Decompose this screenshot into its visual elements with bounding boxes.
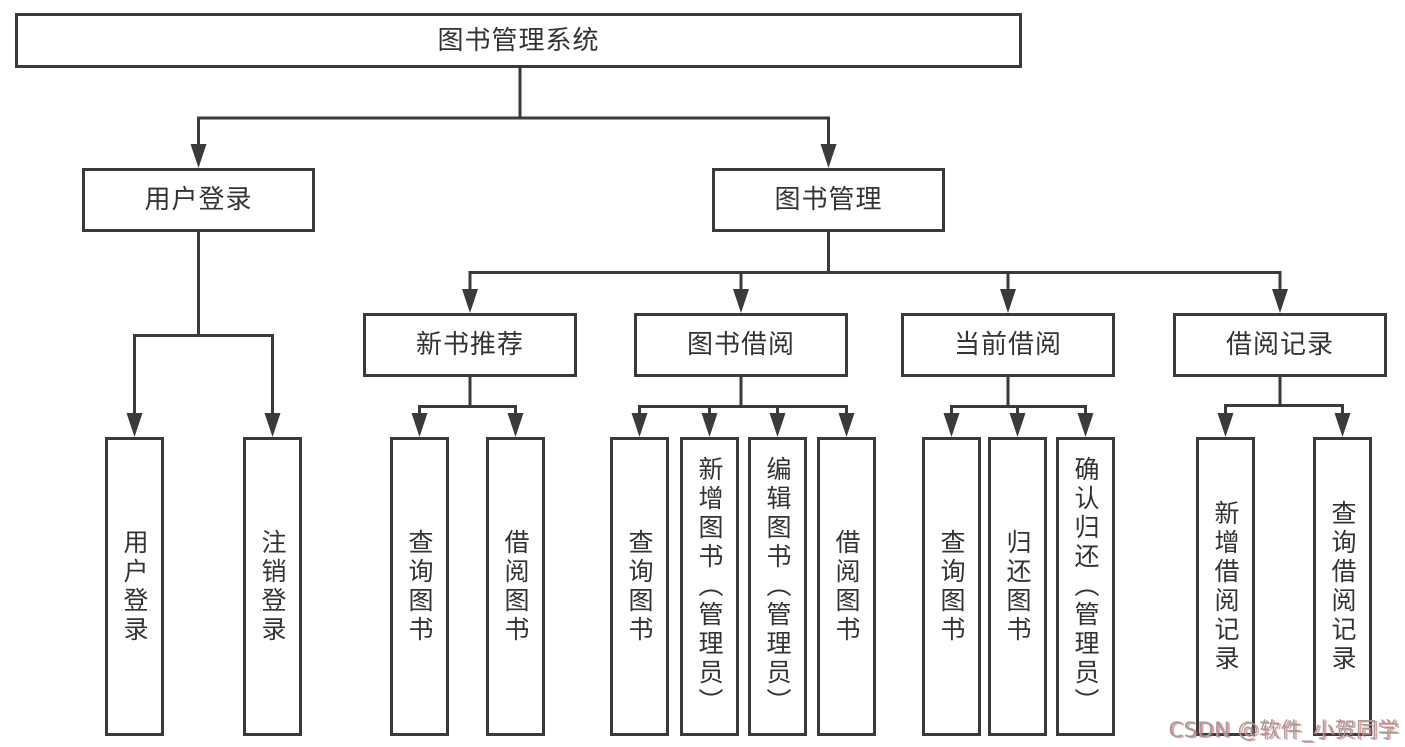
node-label: 借阅记录 xyxy=(1225,330,1334,360)
node-label: 注销登录 xyxy=(258,528,287,645)
leaf-user-login: 用户登录 xyxy=(105,437,164,736)
node-label: 查询图书 xyxy=(937,528,966,645)
node-new-book-recommend: 新书推荐 xyxy=(363,313,577,377)
node-label: 用户登录 xyxy=(144,185,253,215)
arrowhead-icon xyxy=(733,289,749,313)
connector-user-login-children xyxy=(126,232,281,437)
arrowhead-icon xyxy=(264,413,281,437)
connector-borrow-record-children xyxy=(1217,377,1351,437)
connector-new-book-children xyxy=(411,377,524,437)
node-user-login: 用户登录 xyxy=(82,168,315,232)
node-label: 确认归还（管理员） xyxy=(1071,456,1100,717)
arrowhead-icon xyxy=(838,413,855,437)
node-book-management: 图书管理 xyxy=(712,168,945,232)
arrowhead-icon xyxy=(631,413,648,437)
csdn-watermark: CSDN @软件_小贺同学 xyxy=(1168,718,1399,742)
arrowhead-icon xyxy=(411,413,428,437)
node-current-borrow: 当前借阅 xyxy=(901,313,1115,377)
node-label: 查询图书 xyxy=(405,528,434,645)
node-system-root: 图书管理系统 xyxy=(15,13,1022,68)
arrowhead-icon xyxy=(820,144,837,168)
node-label: 借阅图书 xyxy=(501,528,530,645)
leaf-edit-book-admin: 编辑图书（管理员） xyxy=(748,437,807,736)
arrowhead-icon xyxy=(1077,413,1094,437)
node-label: 当前借阅 xyxy=(953,330,1062,360)
leaf-confirm-return-admin: 确认归还（管理员） xyxy=(1056,437,1115,736)
arrowhead-icon xyxy=(190,144,207,168)
connector-book-management-children xyxy=(462,232,1288,313)
node-label: 新增借阅记录 xyxy=(1211,499,1240,674)
node-label: 查询图书 xyxy=(625,528,654,645)
arrowhead-icon xyxy=(462,289,478,313)
leaf-logout: 注销登录 xyxy=(243,437,302,736)
node-label: 借阅图书 xyxy=(832,528,861,645)
leaf-add-borrow-record: 新增借阅记录 xyxy=(1196,437,1255,736)
arrowhead-icon xyxy=(126,413,143,437)
arrowhead-icon xyxy=(1334,413,1351,437)
arrowhead-icon xyxy=(507,413,524,437)
node-label: 图书管理系统 xyxy=(437,25,600,56)
node-label: 编辑图书（管理员） xyxy=(763,456,792,717)
leaf-borrow-book-1: 借阅图书 xyxy=(486,437,545,736)
leaf-query-book-3: 查询图书 xyxy=(922,437,981,736)
leaf-add-book-admin: 新增图书（管理员） xyxy=(680,437,739,736)
leaf-borrow-book-2: 借阅图书 xyxy=(817,437,876,736)
leaf-query-book-2: 查询图书 xyxy=(610,437,669,736)
leaf-return-book: 归还图书 xyxy=(988,437,1047,736)
connector-root-to-level2 xyxy=(190,68,837,168)
node-label: 新增图书（管理员） xyxy=(695,456,724,717)
node-label: 图书借阅 xyxy=(686,330,795,360)
arrowhead-icon xyxy=(1000,289,1016,313)
leaf-query-borrow-record: 查询借阅记录 xyxy=(1313,437,1372,736)
node-label: 查询借阅记录 xyxy=(1328,499,1357,674)
node-label: 归还图书 xyxy=(1003,528,1032,645)
connector-current-borrow-children xyxy=(943,377,1094,437)
arrowhead-icon xyxy=(1272,289,1288,313)
leaf-query-book-1: 查询图书 xyxy=(390,437,449,736)
node-label: 用户登录 xyxy=(120,528,149,645)
arrowhead-icon xyxy=(943,413,960,437)
arrowhead-icon xyxy=(769,413,786,437)
node-borrow-record: 借阅记录 xyxy=(1173,313,1387,377)
arrowhead-icon xyxy=(1009,413,1026,437)
node-label: 图书管理 xyxy=(774,185,883,215)
node-label: 新书推荐 xyxy=(415,330,524,360)
connector-book-borrow-children xyxy=(631,377,855,437)
arrowhead-icon xyxy=(701,413,718,437)
node-book-borrow: 图书借阅 xyxy=(634,313,848,377)
arrowhead-icon xyxy=(1217,413,1234,437)
